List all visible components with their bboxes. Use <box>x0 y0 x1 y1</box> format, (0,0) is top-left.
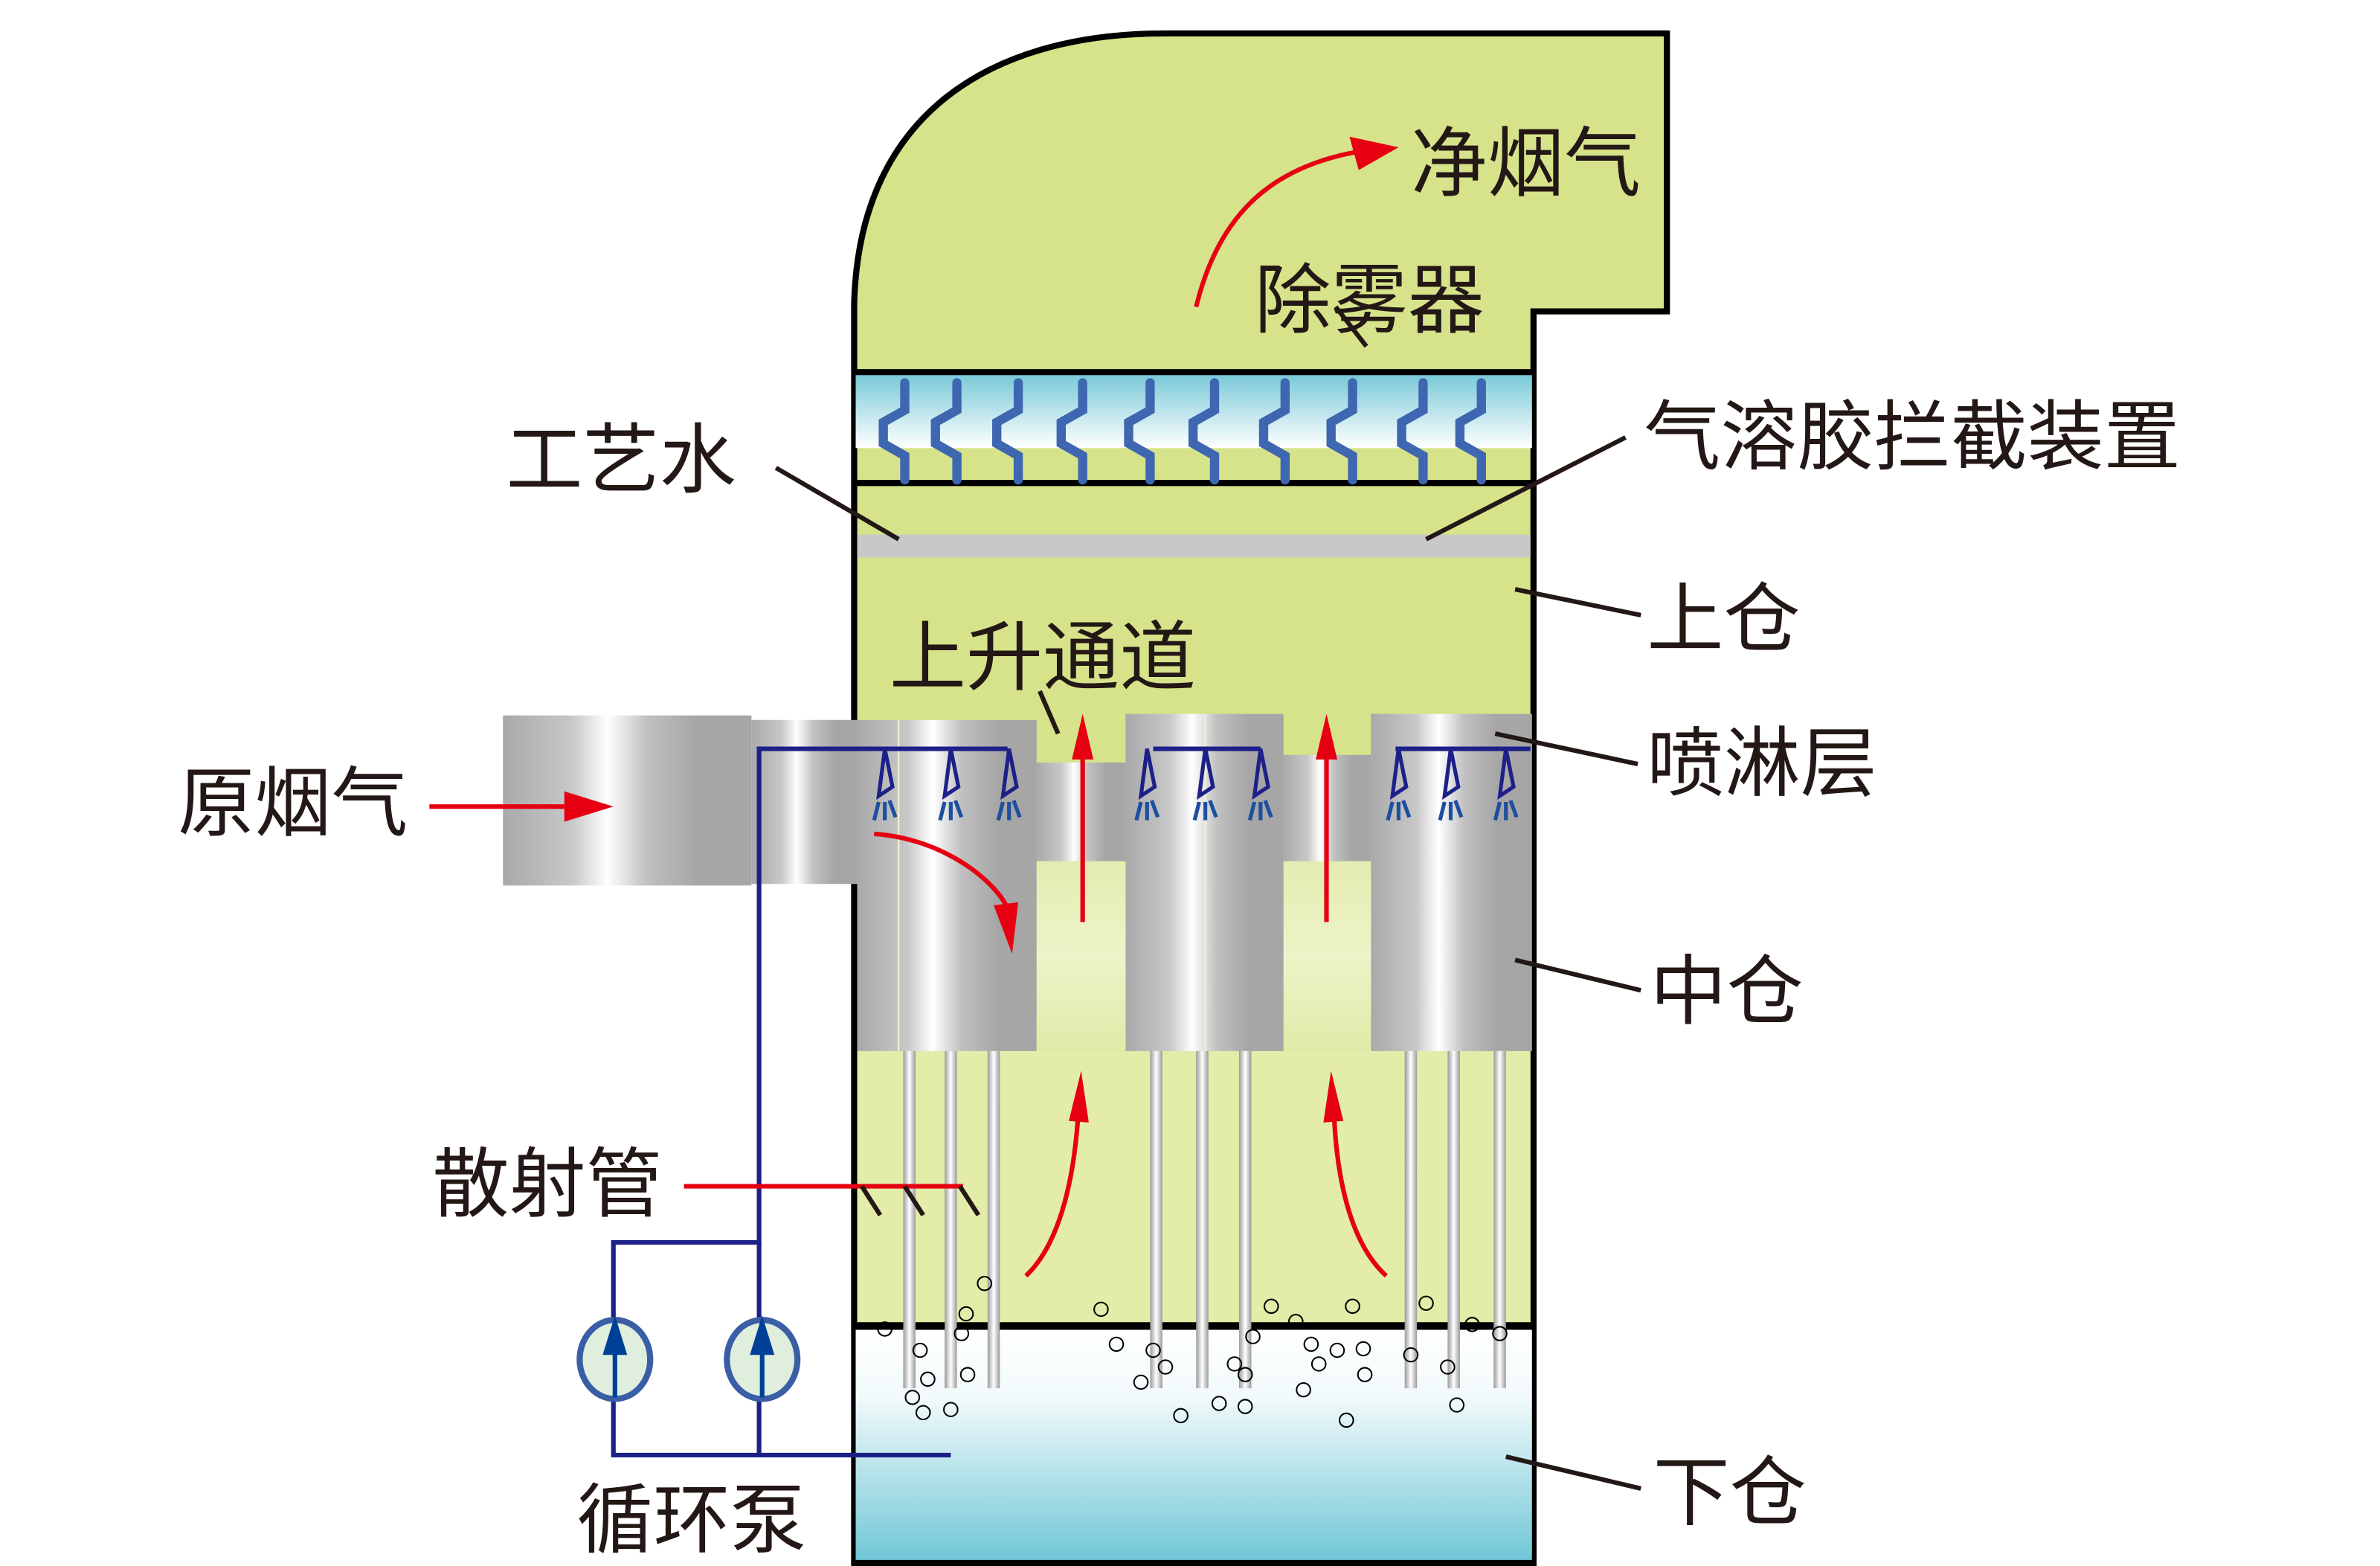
demister-blade <box>992 378 1023 485</box>
spray-nozzle-icon <box>1247 748 1273 821</box>
bubble <box>1357 1367 1373 1382</box>
bubble <box>1345 1298 1360 1315</box>
spray-nozzle-icon <box>1192 748 1218 821</box>
demister-blade <box>1455 378 1486 485</box>
sparger-pipe <box>903 1050 916 1389</box>
demister-blade <box>1188 378 1220 485</box>
label-riser-channel: 上升通道 <box>890 614 1196 702</box>
spray-cells <box>857 713 1532 1051</box>
bubble <box>958 1306 974 1322</box>
bubble <box>977 1276 993 1291</box>
demister-blade <box>1326 378 1357 485</box>
bubbles <box>877 1276 1508 1428</box>
bubble <box>1245 1329 1261 1344</box>
main-water-pipe <box>611 746 1008 1458</box>
bubble <box>1303 1336 1319 1352</box>
outlet-arrow <box>1194 150 1358 308</box>
bubble <box>943 1402 959 1417</box>
bubble <box>1492 1326 1508 1341</box>
bubble <box>1211 1396 1227 1411</box>
sparger-pipe <box>987 1050 1000 1389</box>
sparger-pipe <box>1196 1050 1209 1389</box>
aerosol-interceptor-bar <box>857 534 1531 558</box>
label-sparger-pipe: 散射管 <box>432 1141 662 1229</box>
bubble <box>1237 1367 1253 1382</box>
label-aerosol-interceptor: 气溶胶拦截装置 <box>1644 394 2181 481</box>
spray-nozzles <box>872 748 1519 821</box>
cell-3 <box>1371 713 1532 1051</box>
bubble <box>1355 1341 1371 1357</box>
bubble <box>1093 1301 1109 1318</box>
demister-blade <box>878 378 910 485</box>
demister-blade <box>1124 378 1155 485</box>
rising-arrow-left <box>1024 1116 1081 1278</box>
spray-nozzle-icon <box>938 748 964 821</box>
bubble <box>1296 1382 1311 1398</box>
spray-nozzle-icon <box>1134 748 1160 821</box>
bubble <box>904 1390 921 1405</box>
demister-blade <box>1397 378 1428 485</box>
demister-blade <box>1258 378 1290 485</box>
label-spray-layer: 喷淋层 <box>1647 720 1876 808</box>
bubble <box>1108 1336 1125 1352</box>
spray-nozzle-icon <box>1386 748 1412 821</box>
gas-flow-arrows <box>429 136 1399 1278</box>
bubble <box>915 1405 931 1420</box>
demister-blade <box>1056 378 1087 485</box>
bubble <box>877 1321 892 1337</box>
bubble <box>959 1367 976 1382</box>
bubble <box>1287 1314 1304 1329</box>
pump-left[interactable] <box>576 1315 654 1402</box>
rising-arrow-right <box>1331 1116 1388 1278</box>
lower-tank <box>854 1322 1534 1566</box>
labels: 净烟气 除雾器 工艺水 气溶胶拦截装置 上仓 上升通道 原烟气 喷淋层 中仓 散… <box>178 121 2181 1565</box>
sparger-pipe <box>1404 1050 1418 1389</box>
demister-blade <box>930 378 962 485</box>
pump-right[interactable] <box>724 1315 801 1402</box>
bubble <box>1157 1359 1174 1375</box>
label-clean-flue-gas: 净烟气 <box>1411 121 1641 208</box>
label-process-water: 工艺水 <box>506 417 736 504</box>
label-circulation-pump: 循环泵 <box>576 1477 806 1565</box>
bubble <box>1133 1374 1149 1390</box>
sparger-pipe <box>1493 1050 1506 1389</box>
bubble <box>1403 1347 1419 1363</box>
sparger-pipe <box>1447 1050 1460 1389</box>
label-demister: 除雾器 <box>1255 257 1485 344</box>
turn-down-arrow <box>874 831 1012 913</box>
bubble <box>1329 1342 1345 1358</box>
bubble <box>1310 1356 1327 1372</box>
label-upper-chamber: 上仓 <box>1647 576 1800 664</box>
sparger-pipe <box>945 1050 957 1389</box>
bubble <box>1464 1317 1480 1332</box>
sparger-pipes <box>903 1050 1506 1389</box>
label-lower-chamber: 下仓 <box>1653 1449 1807 1537</box>
middle-zone-fill <box>857 1047 1531 1325</box>
bubble <box>920 1371 936 1387</box>
label-middle-chamber: 中仓 <box>1650 948 1804 1036</box>
spray-nozzle-icon <box>872 748 898 821</box>
bubble <box>1263 1298 1279 1315</box>
sparger-pipe <box>1238 1050 1252 1389</box>
bubble <box>1449 1397 1465 1413</box>
bubble <box>953 1326 970 1341</box>
sparger-pipe <box>1150 1050 1162 1389</box>
demister <box>854 369 1534 487</box>
label-raw-flue-gas: 原烟气 <box>178 760 408 847</box>
inlet-duct <box>503 715 859 886</box>
bubble <box>1237 1399 1253 1414</box>
spray-nozzle-icon <box>996 748 1022 821</box>
spray-nozzle-icon <box>1438 748 1464 821</box>
bubble <box>1145 1342 1161 1358</box>
leader-lines <box>774 305 1641 1491</box>
bubble <box>1338 1412 1354 1428</box>
bubble <box>1440 1359 1456 1375</box>
bubble <box>1418 1295 1434 1311</box>
bubble <box>912 1342 928 1358</box>
bubble <box>1173 1408 1189 1424</box>
bubble <box>1226 1356 1243 1372</box>
spray-nozzle-icon <box>1493 748 1519 821</box>
